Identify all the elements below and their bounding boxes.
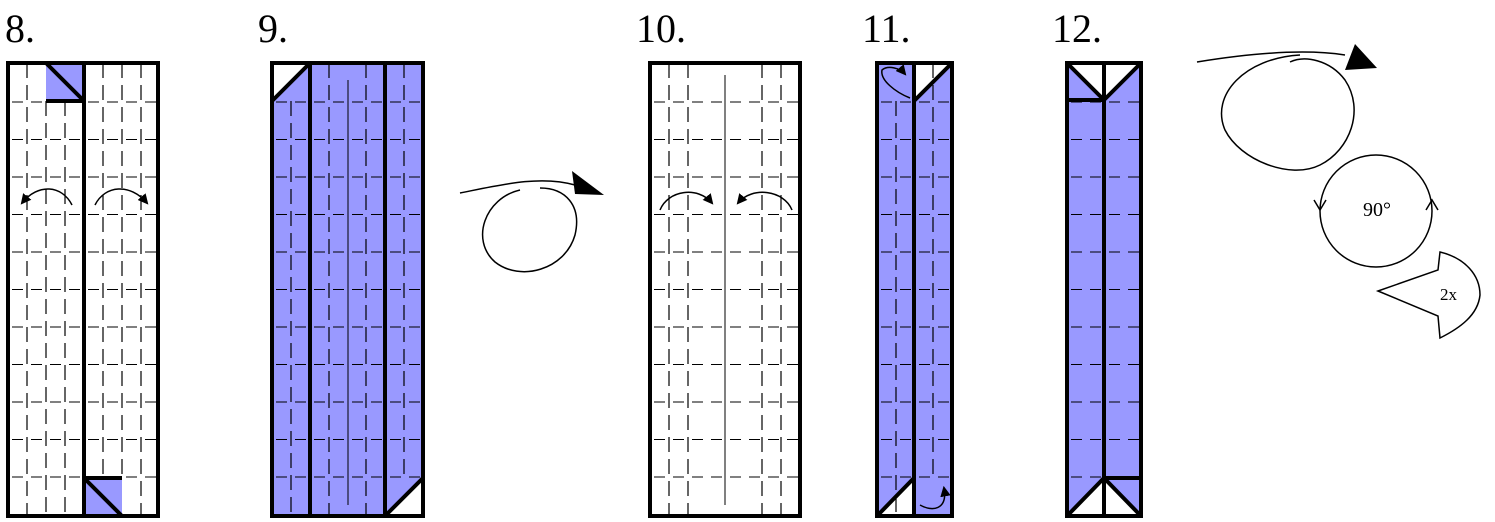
step-11-fold-arrow-bottom: [919, 485, 951, 510]
turn-over-loop-large: [1220, 54, 1355, 171]
step-11-number: 11.: [862, 6, 911, 51]
step-8-fold-arrow-left: [20, 188, 73, 206]
step-12-number: 12.: [1052, 6, 1102, 51]
step-11-fold-arrow-top: [881, 64, 911, 99]
step-9-number: 9.: [258, 6, 288, 51]
step-8-number: 8.: [5, 6, 35, 51]
step-10-number: 10.: [636, 6, 686, 51]
step-10-fold-arrow-left: [659, 191, 714, 211]
step-8: 8.: [5, 6, 160, 518]
rotate-label: 90°: [1363, 199, 1391, 221]
step-10-fold-arrow-right: [736, 191, 793, 211]
repeat-symbol: 2x: [1375, 251, 1481, 340]
turn-over-arrow-head: [572, 171, 604, 195]
turn-over-symbol-small: [459, 171, 604, 273]
repeat-arrow-shape: [1375, 251, 1481, 340]
step-9-grid-dashes: [276, 101, 420, 478]
turn-over-loop: [481, 187, 578, 273]
step-11: 11.: [862, 6, 954, 518]
step-12: 12.: [1052, 6, 1143, 518]
step-10-grid-dashes: [654, 101, 798, 478]
step-9: 9.: [258, 6, 425, 518]
turn-over-arrow-curve-large: [1196, 51, 1346, 63]
step-8-fold-arrow-right: [94, 188, 149, 206]
rotate-arrowhead-right: [1425, 198, 1439, 211]
rotate-arrowhead-left: [1313, 199, 1327, 212]
repeat-label: 2x: [1440, 285, 1458, 304]
turn-over-arrow-head-large: [1345, 44, 1377, 70]
rotate-90-symbol: 90°: [1313, 154, 1439, 268]
step-8-grid-dashes: [12, 101, 156, 478]
step-12-grid-dashes: [1071, 101, 1139, 478]
step-10: 10.: [636, 6, 802, 518]
turn-over-symbol-large: [1196, 44, 1377, 171]
turn-over-arrow-curve: [459, 180, 576, 194]
step-11-grid-dashes: [881, 101, 949, 478]
